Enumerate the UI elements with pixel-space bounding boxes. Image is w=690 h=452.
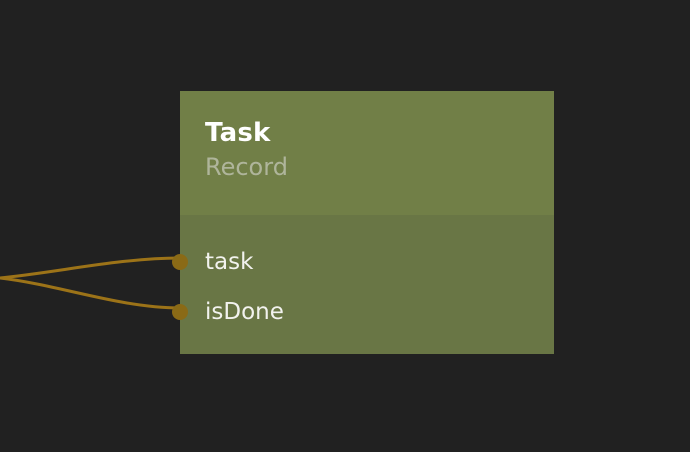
- edge-to-task-port[interactable]: [0, 256, 182, 280]
- port-row-isdone[interactable]: isDone: [172, 287, 554, 337]
- node-header[interactable]: Task Record: [180, 91, 554, 215]
- port-label-task: task: [205, 249, 254, 275]
- node-subtitle: Record: [205, 153, 288, 181]
- node-title: Task: [205, 118, 271, 148]
- port-connector-dot-icon[interactable]: [172, 304, 188, 320]
- port-label-isdone: isDone: [205, 299, 284, 325]
- node-task[interactable]: Task Record task isDone: [172, 91, 554, 354]
- port-connector-dot-icon[interactable]: [172, 254, 188, 270]
- node-body: task isDone: [172, 215, 554, 354]
- port-row-task[interactable]: task: [172, 237, 554, 287]
- edge-to-isdone-port[interactable]: [0, 276, 182, 310]
